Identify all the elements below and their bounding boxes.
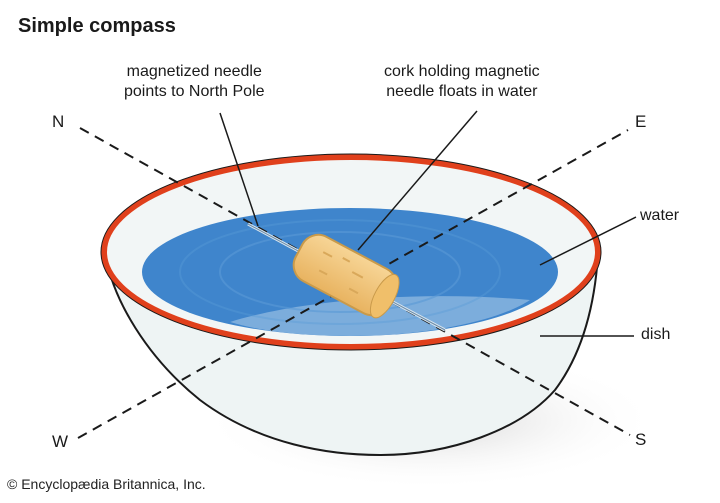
water-leader: [539, 216, 637, 266]
needle-leader: [219, 112, 259, 227]
cork-label: cork holding magnetic needle floats in w…: [384, 63, 540, 100]
water-label: water: [640, 207, 680, 224]
needle-label: magnetized needle points to North Pole: [124, 63, 265, 100]
cork-leader: [357, 110, 478, 251]
dish-rim: [101, 154, 601, 350]
direction-north: N: [52, 112, 65, 131]
direction-south: S: [635, 430, 647, 449]
direction-west: W: [52, 432, 69, 451]
diagram-title: Simple compass: [18, 15, 176, 37]
cork: [292, 233, 400, 319]
dish-label: dish: [641, 326, 671, 343]
copyright-credit: © Encyclopædia Britannica, Inc.: [7, 476, 206, 492]
direction-east: E: [635, 112, 647, 131]
